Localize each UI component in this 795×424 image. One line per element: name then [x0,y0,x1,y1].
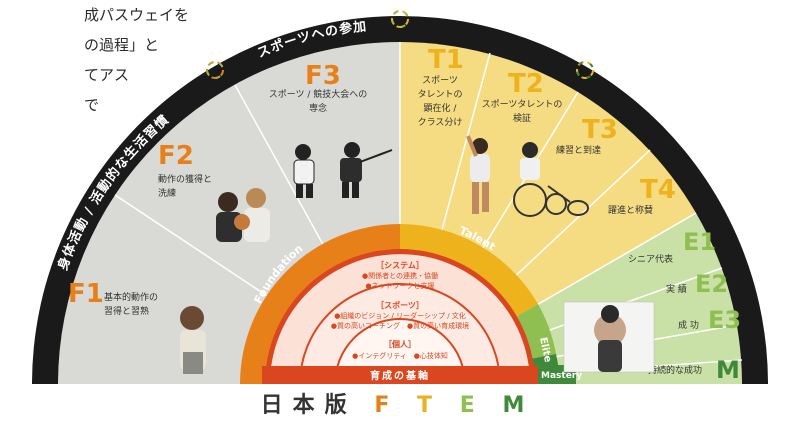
cycle-icon [576,61,594,79]
stage-label-T1-1: スポーツ [422,75,458,86]
core-individual-title: ［個人］ [384,339,416,349]
stage-code-F1: F1 [68,279,104,309]
core-system-title: ［システム］ [376,260,424,270]
core-sports-1: ●組織のビジョン / リーダーシップ / 文化 [334,311,466,320]
footer-title: 日本版 F T E M [0,387,795,419]
stage-label-T2-1: スポーツタレントの [482,99,563,110]
footer-title-e: E [459,393,485,418]
cycle-icon [206,61,224,79]
core-system-1: ●関係者との連携・協働 [362,271,438,280]
ring-label-mastery: Mastery [541,371,582,381]
stage-code-F3: F3 [305,61,341,91]
core-base-bar [262,366,538,384]
stage-code-T1: T1 [428,45,464,75]
footer-title-t: T [417,393,443,418]
footer-title-f: F [374,393,400,418]
stage-code-E2: E2 [695,270,728,298]
footer-title-jp: 日本版 [260,393,357,418]
photo-family [216,188,270,242]
stage-code-F2: F2 [158,141,194,171]
stage-code-T4: T4 [640,175,676,205]
photo-wheelchair-tennis [513,142,589,217]
stage-label-E3-1: 成 功 [678,319,699,331]
cycle-icon [391,10,409,28]
stage-label-F3-1: スポーツ / 競技大会への [269,88,368,100]
stage-label-F1-1: 基本的動作の [104,291,158,303]
intro-line-3: てアス [84,66,130,84]
stage-label-E2-1: 実 績 [666,283,687,295]
stage-label-T1-4: クラス分け [418,117,463,128]
stage-label-T1-3: 顕在化 / [424,102,458,114]
photo-child [180,306,206,374]
core-sports-2: ●質の高いコーチング ●質の高い育成環境 [331,321,469,330]
ring-label-elite: Elite [537,336,553,363]
core-sports-title: ［スポーツ］ [376,300,424,310]
core-individual-1: ●インテグリティ ●心技体知 [352,351,448,360]
stage-code-T2: T2 [508,69,544,99]
photo-flag-athlete [563,301,655,373]
intro-line-1: 成パスウェイを [84,6,190,24]
core-system-2: ●ネットワークと支援 [365,281,434,290]
stage-label-F2-1: 動作の獲得と [158,173,212,185]
core-base-label: 育成の基軸 [370,369,430,382]
stage-label-T2-2: 検証 [513,112,531,124]
intro-line-2: の過程」と [84,36,160,54]
stage-label-F3-2: 専念 [309,102,327,114]
stage-label-T4-1: 躍進と称賛 [608,204,653,216]
stage-label-T3-1: 練習と到達 [556,144,601,156]
photo-volleyball [466,135,490,214]
stage-code-T3: T3 [582,115,618,145]
stage-label-E1-1: シニア代表 [628,253,673,265]
footer-title-m: M [502,393,535,418]
intro-line-4: で [84,96,100,114]
stage-code-E1: E1 [683,228,716,256]
stage-label-F2-2: 洗練 [158,187,176,199]
stage-code-M: M [716,356,740,384]
stage-label-M-1: 持続的な成功 [648,364,702,376]
photo-hockey [293,142,393,198]
stage-label-F1-2: 習得と習熟 [104,305,149,317]
stage-label-T1-2: タレントの [417,89,462,100]
stage-code-E3: E3 [708,306,741,334]
